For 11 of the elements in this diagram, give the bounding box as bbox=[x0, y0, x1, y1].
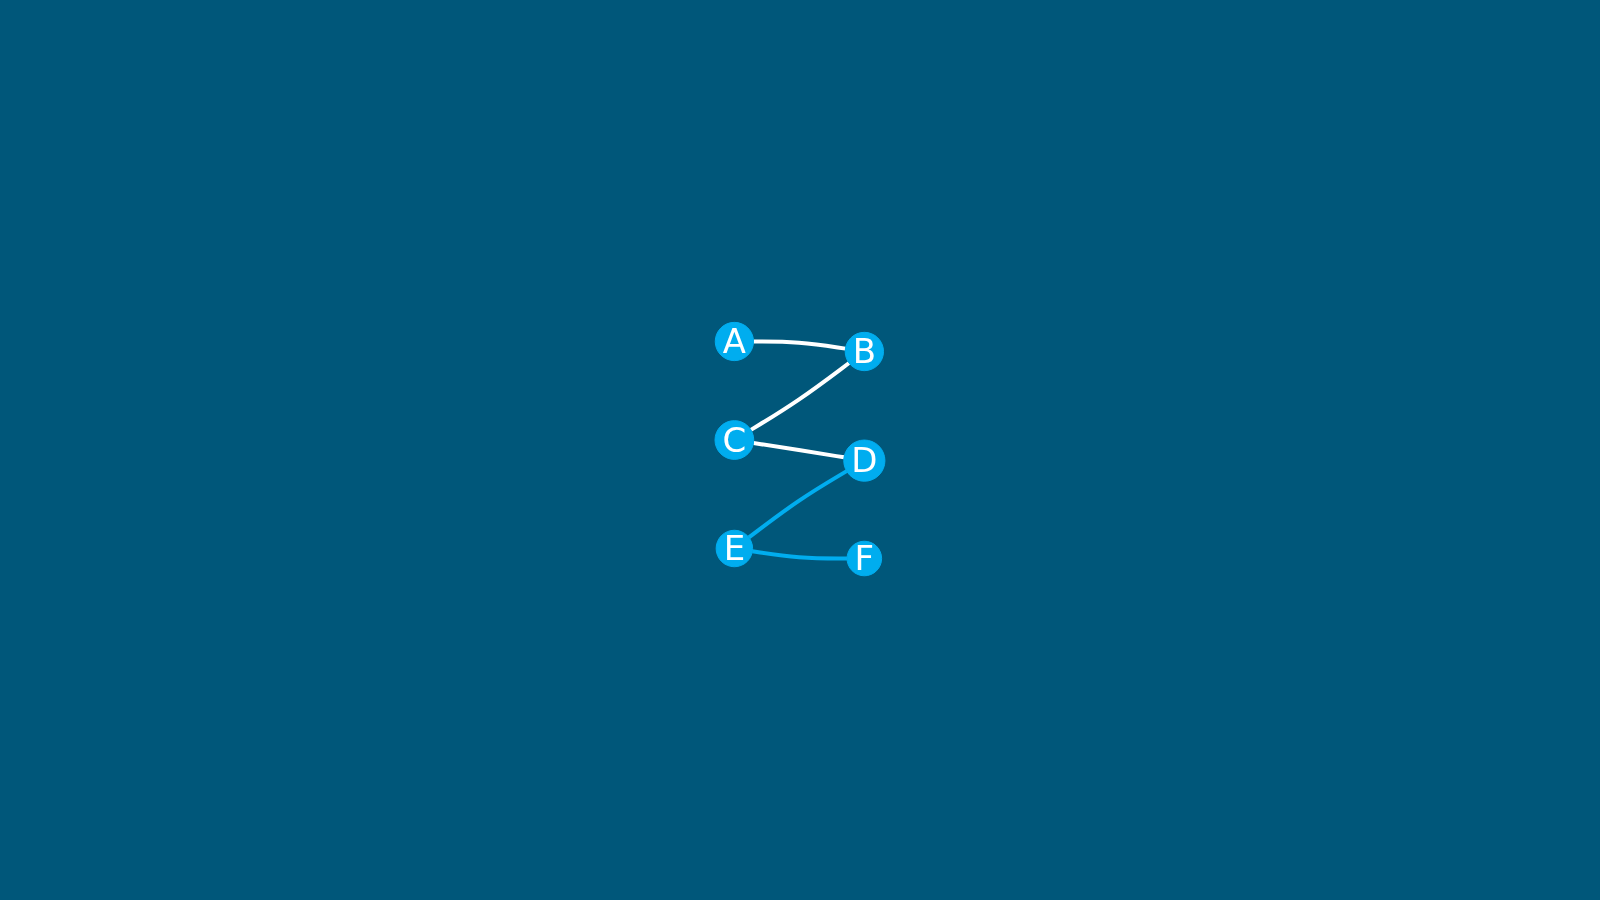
node-circle: B bbox=[844, 331, 885, 372]
node-circle: A bbox=[714, 321, 755, 362]
node-circle: C bbox=[714, 420, 755, 460]
connector bbox=[749, 361, 851, 432]
connector bbox=[752, 549, 848, 561]
connector bbox=[753, 339, 846, 351]
node-circle: E bbox=[715, 529, 754, 568]
node-circle: F bbox=[846, 540, 883, 577]
connector bbox=[747, 469, 848, 540]
connector bbox=[753, 441, 845, 460]
node-circle: D bbox=[843, 439, 886, 482]
